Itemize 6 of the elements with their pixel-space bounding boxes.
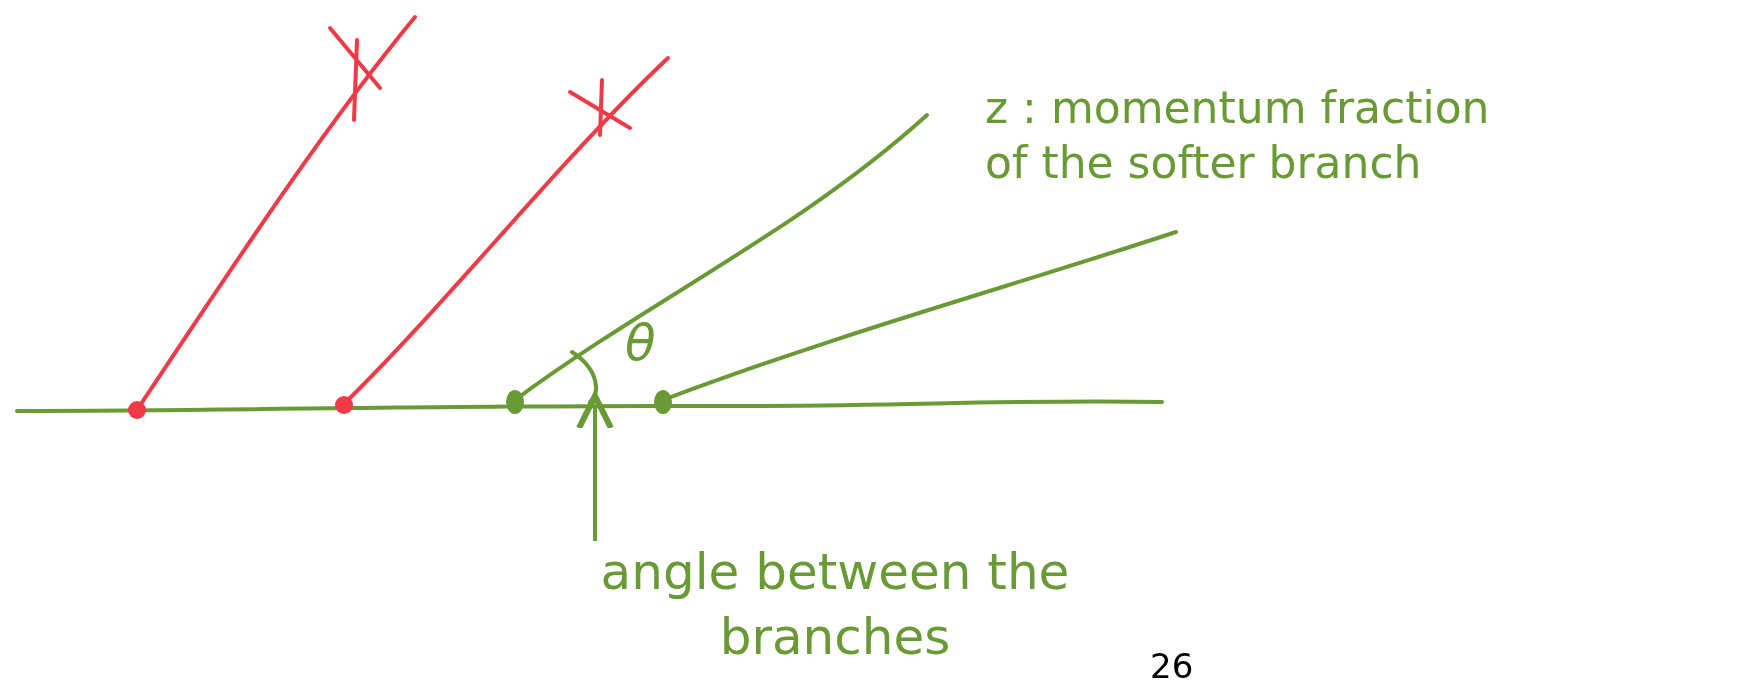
annotation-text: z : momentum fraction of the softer branch [985, 81, 1491, 190]
angle-symbol: θ [625, 313, 656, 374]
annotation-text: angle between the branches [520, 540, 1150, 670]
page-number: 26 [1150, 645, 1194, 688]
angle-arc [570, 350, 598, 404]
arrow [576, 393, 614, 541]
